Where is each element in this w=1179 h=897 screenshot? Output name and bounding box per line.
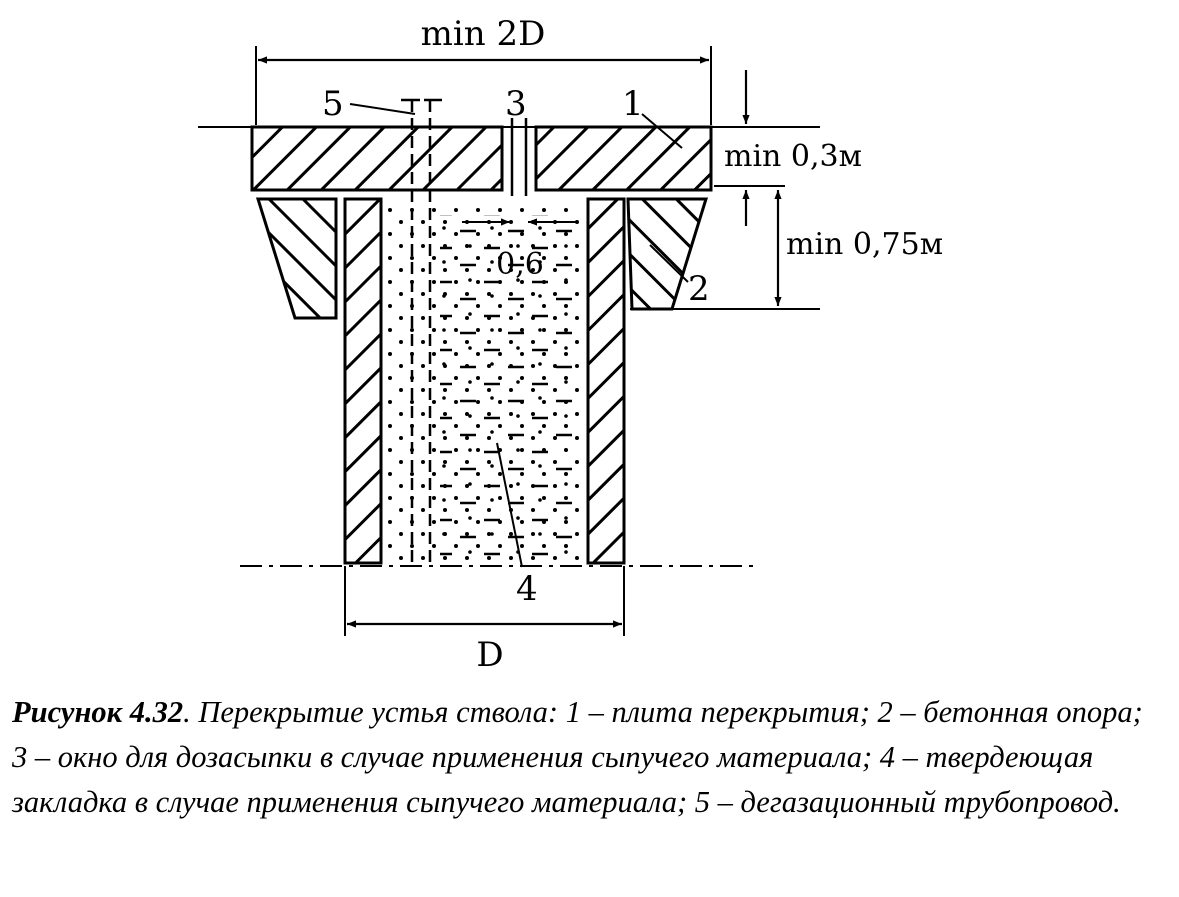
caption-text: . Перекрытие устья ствола: 1 – плита пер… xyxy=(12,695,1143,819)
label-min-0-75m: min 0,75м xyxy=(786,227,943,262)
svg-text:3: 3 xyxy=(505,84,527,124)
concrete-support xyxy=(255,197,709,320)
dimension-shaft-diameter: D xyxy=(344,566,625,675)
refill-window xyxy=(510,118,528,196)
callout-3: 3 xyxy=(505,84,527,124)
figure-caption: Рисунок 4.32. Перекрытие устья ствола: 1… xyxy=(12,690,1162,825)
dimension-top-width: min 2D xyxy=(255,14,712,125)
label-min-2d: min 2D xyxy=(421,14,546,54)
svg-text:1: 1 xyxy=(622,84,644,124)
callout-1: 1 xyxy=(622,84,683,149)
dimension-window-width: 0,6 xyxy=(462,218,576,282)
callout-4: 4 xyxy=(496,442,538,609)
label-min-0-3m: min 0,3м xyxy=(724,139,862,174)
degassing-pipeline xyxy=(401,98,442,562)
svg-text:4: 4 xyxy=(516,569,538,609)
svg-text:5: 5 xyxy=(322,84,344,124)
label-d: D xyxy=(476,635,503,675)
cover-slab xyxy=(250,125,713,192)
dimension-slab-thickness: min 0,3м xyxy=(714,70,862,226)
dimension-support-height: min 0,75м xyxy=(774,190,943,306)
shaft-lining xyxy=(343,197,626,565)
caption-lead: Рисунок 4.32 xyxy=(12,695,184,729)
svg-text:2: 2 xyxy=(688,269,710,309)
label-0-6: 0,6 xyxy=(496,247,544,282)
callout-5: 5 xyxy=(322,84,416,124)
shaft-mouth-diagram: min 2D min 0,3м min 0,75м 0,6 D 1 2 3 4 xyxy=(198,14,943,675)
callout-2: 2 xyxy=(649,244,710,309)
